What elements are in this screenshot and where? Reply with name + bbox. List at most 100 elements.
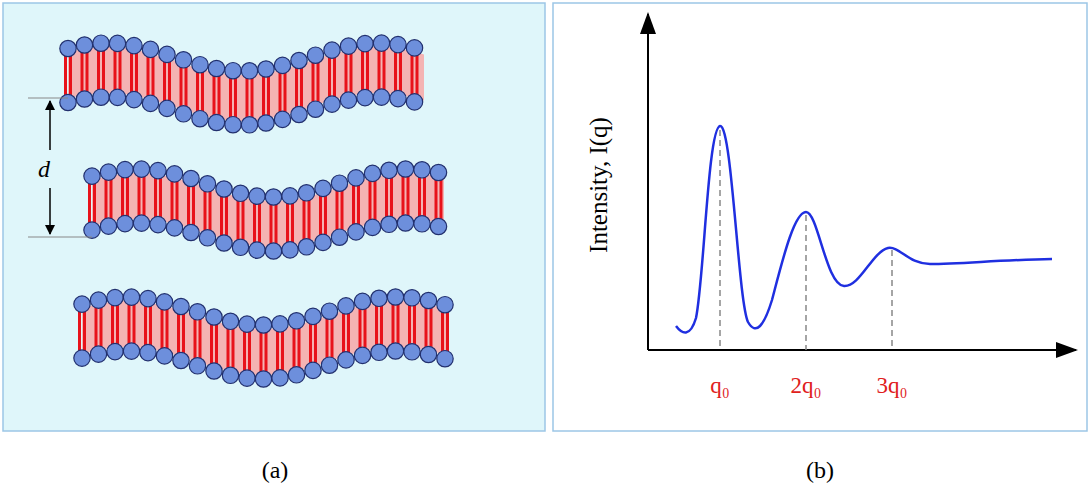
lipid-tail xyxy=(163,58,166,104)
lipid-head xyxy=(239,370,255,386)
lipid-tail xyxy=(262,73,265,119)
lipid-head xyxy=(265,243,281,259)
lipid-head xyxy=(414,216,430,232)
lipid-head xyxy=(192,56,208,72)
lipid-head xyxy=(272,370,288,386)
lipid-head xyxy=(340,92,356,108)
lipid-tail xyxy=(347,310,350,356)
lipid-tail xyxy=(441,309,444,355)
lipid-head xyxy=(338,352,354,368)
lipid-head xyxy=(381,216,397,232)
lipid-tail xyxy=(300,65,303,111)
lipid-tail xyxy=(149,303,152,349)
lipid-tail xyxy=(168,58,171,104)
lipid-tail xyxy=(275,201,278,247)
lipid-tail xyxy=(399,49,402,95)
lipid-head xyxy=(291,52,307,68)
lipid-head xyxy=(331,229,347,245)
tick-label: 3q₀ xyxy=(876,374,907,397)
lipid-tail xyxy=(265,329,268,375)
lipid-head xyxy=(324,96,340,112)
lipid-head xyxy=(241,63,257,79)
lipid-head xyxy=(357,35,373,51)
lipid-head xyxy=(90,292,106,308)
lipid-head xyxy=(340,38,356,54)
lipid-head xyxy=(315,234,331,250)
lipid-tail xyxy=(411,52,414,98)
lipid-head xyxy=(208,60,224,76)
lipid-head xyxy=(208,114,224,130)
lipid-head xyxy=(60,94,76,110)
lipid-tail xyxy=(111,302,114,348)
lipid-tail xyxy=(413,302,416,348)
lipid-tail xyxy=(369,177,372,223)
lipid-head xyxy=(265,189,281,205)
intensity-curve xyxy=(676,126,1052,333)
lipid-head xyxy=(249,242,265,258)
lipid-tail xyxy=(375,302,378,348)
panel-caption: (b) xyxy=(806,458,834,482)
bilayer xyxy=(60,35,424,133)
lipid-tail xyxy=(378,47,381,93)
spacing-marker xyxy=(28,98,92,237)
lipid-tail xyxy=(64,53,67,99)
lipid-tail xyxy=(309,320,312,366)
lipid-tail xyxy=(213,73,216,119)
lipid-head xyxy=(437,351,453,367)
lipid-tail xyxy=(248,328,251,374)
lipid-head xyxy=(175,106,191,122)
lipid-head xyxy=(225,117,241,133)
lipid-head xyxy=(255,317,271,333)
lipid-head xyxy=(437,297,453,313)
lipid-tail xyxy=(440,176,443,222)
lipid-head xyxy=(74,350,90,366)
lipid-head xyxy=(430,218,446,234)
lipid-head xyxy=(150,162,166,178)
lipid-head xyxy=(159,100,175,116)
lipid-tail xyxy=(229,75,232,121)
lipid-head xyxy=(371,344,387,360)
lipid-head xyxy=(133,161,149,177)
lipid-tail xyxy=(284,69,287,115)
lipid-tail xyxy=(237,197,240,243)
lipid-tail xyxy=(331,315,334,361)
lipid-tail xyxy=(154,175,157,221)
lipid-tail xyxy=(430,304,433,350)
lipid-head xyxy=(404,290,420,306)
lipid-head xyxy=(192,111,208,127)
lipid-tail xyxy=(209,188,212,234)
lipid-tail xyxy=(341,187,344,233)
lipid-tail xyxy=(234,75,237,121)
lipid-tail xyxy=(435,176,438,222)
lipid-tail xyxy=(380,302,383,348)
lipid-head xyxy=(126,91,142,107)
lipid-tail xyxy=(152,53,155,99)
lipid-head xyxy=(307,47,323,63)
lipid-tail xyxy=(171,178,174,224)
lipid-head xyxy=(189,358,205,374)
lipid-tail xyxy=(342,310,345,356)
lipid-head xyxy=(133,215,149,231)
lipid-tail xyxy=(135,50,138,96)
lipid-tail xyxy=(194,316,197,362)
lipid-head xyxy=(140,290,156,306)
lipid-head xyxy=(107,289,123,305)
lipid-tail xyxy=(328,54,331,100)
lipid-tail xyxy=(83,308,86,354)
lipid-head xyxy=(222,367,238,383)
lipid-tail xyxy=(253,200,256,246)
lipid-tail xyxy=(350,50,353,96)
lipid-head xyxy=(390,36,406,52)
lipid-head xyxy=(90,346,106,362)
lipid-tail xyxy=(246,75,249,121)
lipid-head xyxy=(107,343,123,359)
lipid-tail xyxy=(366,48,369,94)
lipid-tail xyxy=(251,75,254,121)
lipid-head xyxy=(298,185,314,201)
tick-label: 2q₀ xyxy=(790,374,821,397)
lipid-tail xyxy=(182,311,185,357)
lipid-tail xyxy=(361,48,364,94)
lipid-tail xyxy=(232,325,235,371)
lipid-tail xyxy=(425,304,428,350)
